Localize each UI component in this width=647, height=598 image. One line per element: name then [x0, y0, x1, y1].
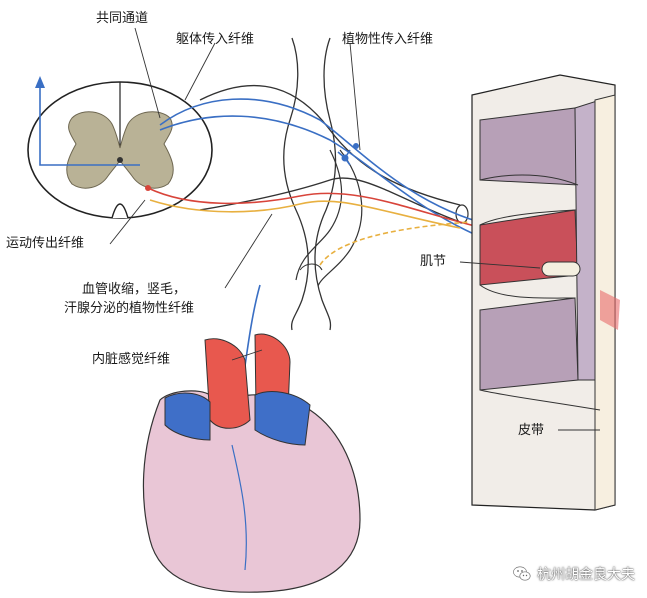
watermark: 杭州胡金良大夫	[513, 564, 635, 584]
label-common-pathway: 共同通道	[96, 11, 148, 27]
label-visceral-sensory: 内脏感觉纤维	[92, 352, 170, 368]
label-myotome: 肌节	[420, 254, 446, 270]
sympathetic-trunk	[284, 38, 336, 330]
muscle-skin-block	[472, 75, 620, 510]
heart	[143, 334, 360, 592]
label-autonomic-afferent: 植物性传入纤维	[342, 32, 433, 48]
label-autonomic-efferent-2: 汗腺分泌的植物性纤维	[64, 301, 194, 317]
spinal-cord	[28, 82, 212, 218]
label-autonomic-efferent-1: 血管收缩，竖毛，	[82, 282, 186, 298]
watermark-text: 杭州胡金良大夫	[537, 564, 635, 584]
wechat-icon	[513, 566, 531, 582]
label-dermatome: 皮带	[518, 423, 544, 439]
label-somatic-afferent: 躯体传入纤维	[176, 32, 254, 48]
label-motor-efferent: 运动传出纤维	[6, 236, 84, 252]
